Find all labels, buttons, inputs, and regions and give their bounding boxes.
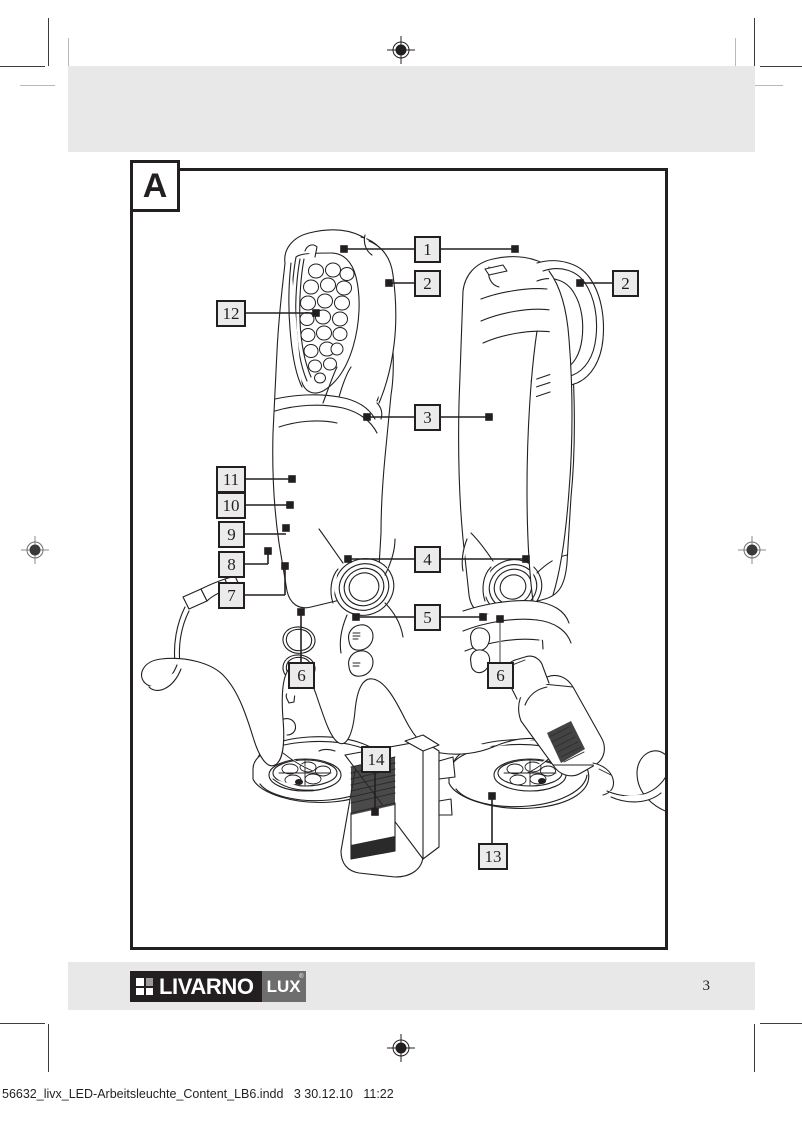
crop-mark-bottom-left-vertical <box>48 1024 49 1072</box>
crop-mark-top-right-horizontal <box>760 66 802 67</box>
callout-2-left[interactable]: 2 <box>414 270 441 297</box>
bleed-mark-top-right-horizontal <box>748 85 783 86</box>
callout-6-right[interactable]: 6 <box>487 662 514 689</box>
header-band <box>68 66 755 152</box>
callout-11[interactable]: 11 <box>216 466 246 493</box>
callout-12[interactable]: 12 <box>216 300 246 327</box>
logo-main-block: LIVARNO <box>130 971 262 1002</box>
crop-mark-top-right-vertical <box>754 18 755 66</box>
logo-brand-name: LIVARNO <box>159 973 254 999</box>
crop-mark-bottom-left-horizontal <box>0 1023 45 1024</box>
registration-mark-bottom <box>387 1034 415 1062</box>
callout-5[interactable]: 5 <box>414 604 441 631</box>
callout-14[interactable]: 14 <box>361 746 391 773</box>
livarno-lux-logo: LIVARNO LUX ® <box>130 971 306 1002</box>
crop-mark-bottom-right-horizontal <box>760 1023 802 1024</box>
registration-mark-top <box>387 36 415 64</box>
bleed-mark-top-right-vertical <box>735 38 736 72</box>
callout-10[interactable]: 10 <box>216 492 246 519</box>
logo-sub-block: LUX ® <box>261 971 306 1002</box>
crop-mark-top-left-vertical <box>48 18 49 66</box>
print-slug: 56632_livx_LED-Arbeitsleuchte_Content_LB… <box>2 1087 394 1101</box>
registration-mark-left <box>21 536 49 564</box>
registered-trademark-icon: ® <box>299 974 304 980</box>
page-number: 3 <box>702 978 711 994</box>
callout-8[interactable]: 8 <box>218 551 245 578</box>
logo-sub-name: LUX <box>266 977 301 996</box>
led-work-light-illustration <box>141 229 665 878</box>
bleed-mark-top-left-vertical <box>68 38 69 68</box>
callout-6-left[interactable]: 6 <box>288 662 315 689</box>
livarno-square-mark-icon <box>136 978 153 995</box>
crop-mark-bottom-right-vertical <box>754 1024 755 1072</box>
callout-9[interactable]: 9 <box>218 521 245 548</box>
callout-2-right[interactable]: 2 <box>612 270 639 297</box>
callout-3[interactable]: 3 <box>414 404 441 431</box>
figure-label-a: A <box>130 160 180 212</box>
crop-mark-top-left-horizontal <box>0 66 45 67</box>
callout-13[interactable]: 13 <box>478 843 508 870</box>
callout-4[interactable]: 4 <box>414 546 441 573</box>
registration-mark-right <box>738 536 766 564</box>
bleed-mark-top-left-horizontal <box>20 85 55 86</box>
callout-1[interactable]: 1 <box>414 236 441 263</box>
callout-7[interactable]: 7 <box>218 582 245 609</box>
